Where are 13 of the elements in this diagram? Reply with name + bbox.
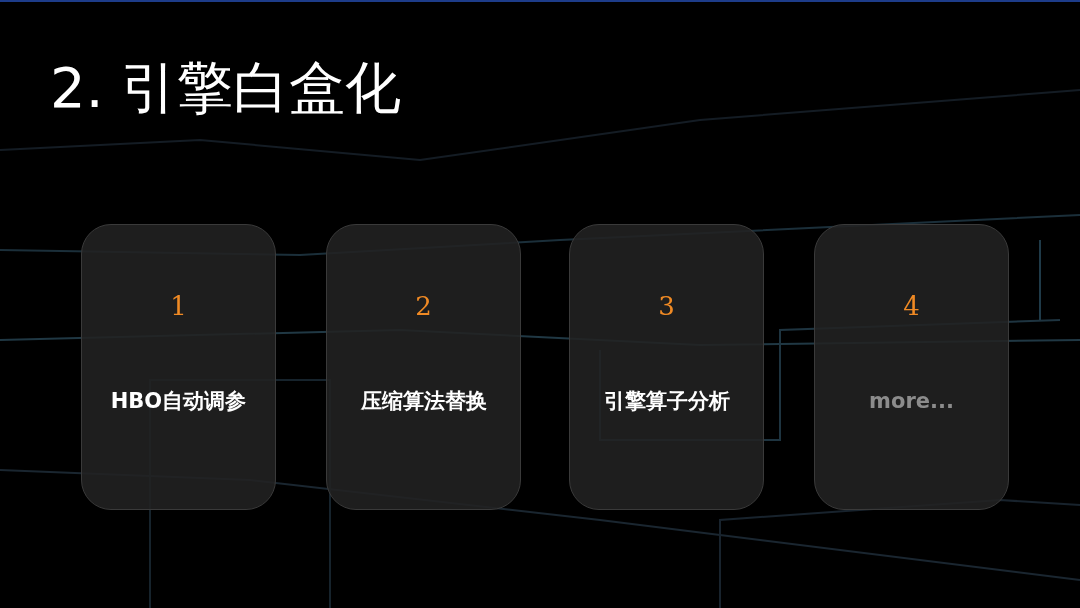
item-number: 3 [657, 291, 676, 321]
item-card [569, 224, 764, 510]
item-card [326, 224, 521, 510]
item-label: more... [868, 388, 955, 415]
item-number: 2 [414, 291, 433, 321]
item-number: 4 [902, 291, 921, 321]
item-label: 引擎算子分析 [602, 388, 731, 415]
slide-title: 2. 引擎白盒化 [50, 54, 402, 122]
item-label: HBO自动调参 [109, 388, 248, 415]
item-card [81, 224, 276, 510]
item-label: 压缩算法替换 [359, 388, 488, 415]
item-card [814, 224, 1009, 510]
item-number: 1 [169, 291, 188, 321]
